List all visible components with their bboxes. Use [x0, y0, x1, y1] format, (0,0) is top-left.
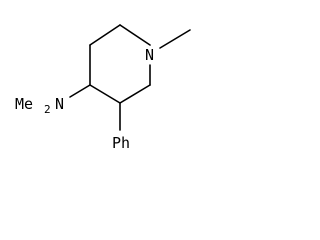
- bond-n1-methyl: [159, 29, 191, 49]
- amine-subscript-label: 2: [44, 103, 51, 116]
- bond-c4-nme2: [69, 84, 91, 98]
- phenyl-label: Ph: [112, 134, 130, 152]
- chemical-structure: N Me 2 N Ph: [15, 24, 191, 152]
- bond-c4-c5: [89, 84, 121, 104]
- bond-n1-c2: [119, 24, 151, 46]
- bond-c5-c6: [119, 84, 151, 104]
- amine-methyl-label: Me: [15, 95, 33, 113]
- ring-nitrogen-label: N: [145, 46, 154, 64]
- amine-nitrogen-label: N: [55, 95, 64, 113]
- bond-c2-c3: [89, 24, 121, 46]
